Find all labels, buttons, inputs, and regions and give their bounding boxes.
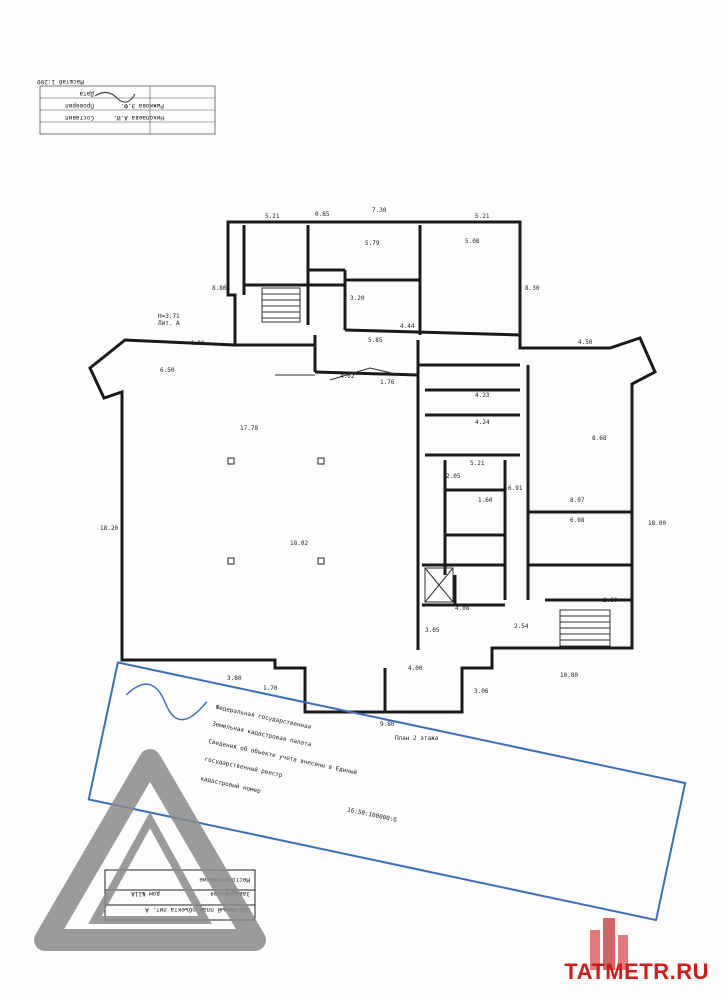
svg-text:18.02: 18.02 [290,540,308,547]
svg-text:дом №11А: дом №11А [131,890,160,897]
svg-text:17.78: 17.78 [240,425,258,432]
svg-text:2.54: 2.54 [514,623,529,630]
svg-text:0.85: 0.85 [315,211,330,218]
watermark-brand: TATMETR.RU [564,959,709,984]
title-row-2: Проверил [65,102,94,109]
svg-text:1.76: 1.76 [380,379,395,386]
svg-text:План 2 этажа: План 2 этажа [395,735,439,742]
svg-text:4.00: 4.00 [408,665,423,672]
svg-text:8.07: 8.07 [570,497,585,504]
svg-text:5.21: 5.21 [470,460,485,467]
svg-text:Сведения об объекте учета внес: Сведения об объекте учета внесены в Един… [208,738,358,776]
svg-text:9.80: 9.80 [380,721,395,728]
svg-text:5.21: 5.21 [265,213,280,220]
triangle-watermark-logo [34,749,266,951]
svg-text:18.00: 18.00 [648,520,666,527]
svg-text:8.80: 8.80 [212,285,227,292]
svg-text:5.85: 5.85 [368,337,383,344]
svg-text:8.30: 8.30 [525,285,540,292]
svg-text:18.20: 18.20 [100,525,118,532]
svg-text:Н=3.71: Н=3.71 [158,313,180,320]
svg-text:8.68: 8.68 [592,435,607,442]
svg-text:4.24: 4.24 [475,419,490,426]
svg-text:5.08: 5.08 [465,238,480,245]
svg-text:3.80: 3.80 [227,675,242,682]
building-logo-icon [590,918,628,970]
svg-text:7.30: 7.30 [372,207,387,214]
svg-text:Лит. А: Лит. А [158,320,180,327]
title-block: Составил Проверил Дата Николаева А.И. Ры… [37,78,216,135]
building-outline [88,220,657,714]
svg-text:кадастровый номер: кадастровый номер [200,775,262,795]
svg-text:4.00: 4.00 [190,340,205,347]
svg-text:4.44: 4.44 [400,323,415,330]
title-scale: Масштаб 1:200 [37,78,84,85]
svg-text:4.08: 4.08 [455,605,470,612]
svg-text:4.50: 4.50 [578,339,593,346]
dimension-labels: 5.21 7.30 0.85 5.21 8.80 8.30 18.20 18.0… [100,207,666,728]
svg-text:2.60: 2.60 [603,597,618,604]
svg-text:6.50: 6.50 [160,367,175,374]
title-row-1: Составил [65,114,94,121]
svg-text:3.20: 3.20 [350,295,365,302]
svg-text:6.91: 6.91 [508,485,523,492]
title-name-1: Николаева А.И. [113,114,164,121]
svg-text:государственный реестр: государственный реестр [204,756,284,779]
svg-text:1.60: 1.60 [478,497,493,504]
svg-text:16:50:100000:6: 16:50:100000:6 [346,806,397,823]
svg-text:3.06: 3.06 [474,688,489,695]
staircase-top [261,287,301,323]
svg-text:10.80: 10.80 [560,672,578,679]
svg-text:2.05: 2.05 [446,473,461,480]
svg-text:3.05: 3.05 [425,627,440,634]
signature-scribble [94,92,136,103]
elevator-shaft [424,567,454,603]
svg-text:4.02: 4.02 [340,373,355,380]
svg-text:5.79: 5.79 [365,240,380,247]
svg-text:6.08: 6.08 [570,517,585,524]
title-row-3: Дата [79,90,94,97]
svg-text:4.23: 4.23 [475,392,490,399]
svg-text:5.21: 5.21 [475,213,490,220]
room-area-labels: 5.79 5.08 3.20 4.44 5.85 4.02 4.23 4.24 … [158,238,618,742]
svg-text:1.70: 1.70 [263,685,278,692]
columns [227,457,325,565]
staircase-bottom-right [559,609,611,647]
title-name-2: Рыжкова Э.Ф. [121,102,164,109]
